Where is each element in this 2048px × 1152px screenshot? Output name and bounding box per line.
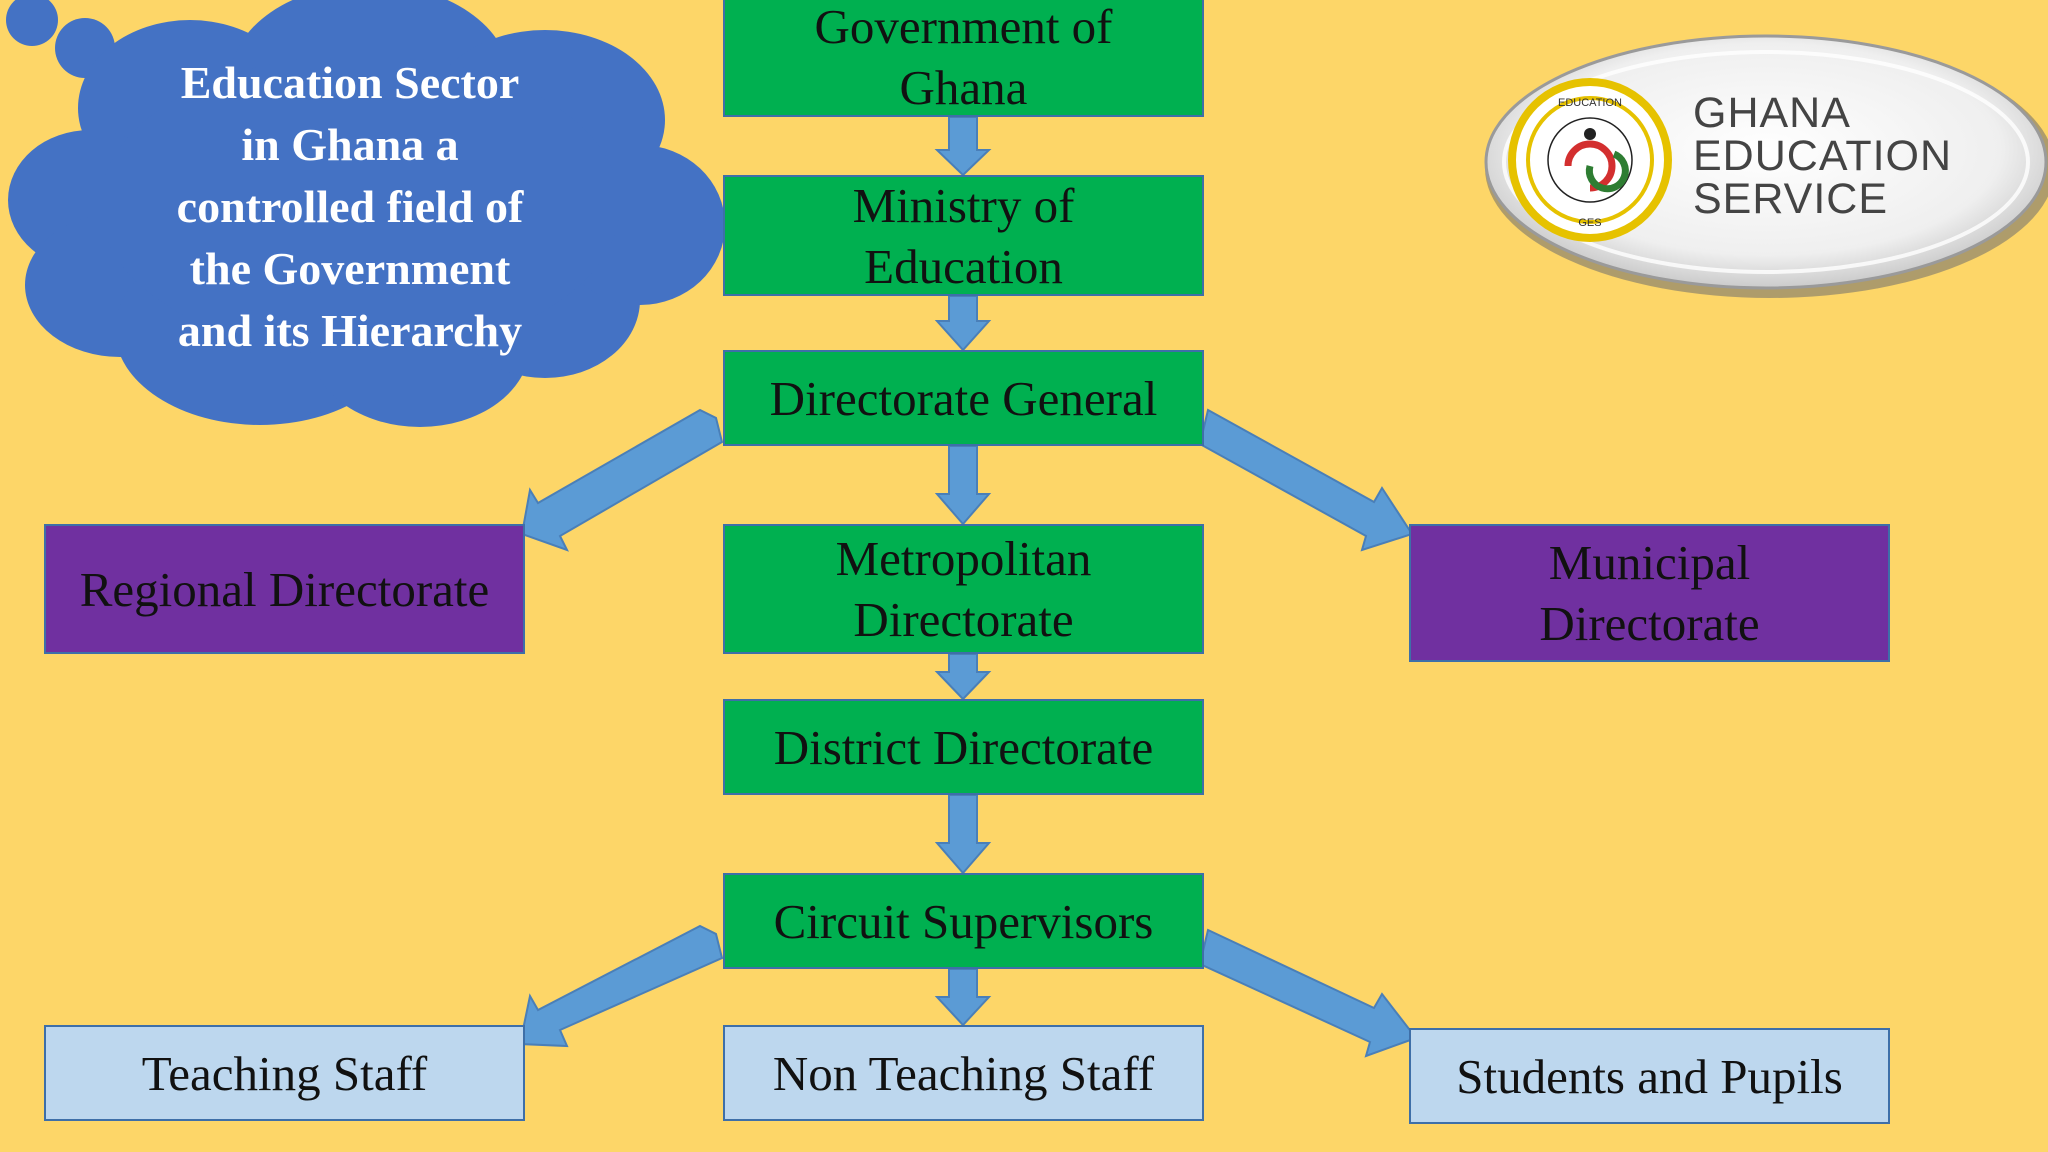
node-non-teaching-label: Non Teaching Staff: [772, 1045, 1155, 1101]
node-district-label: District Directorate: [773, 719, 1154, 775]
node-teaching-staff: Teaching Staff: [44, 1025, 525, 1121]
svg-text:EDUCATION: EDUCATION: [1558, 97, 1622, 109]
arrow-dg-to-municipal: [1198, 408, 1414, 552]
svg-text:GES: GES: [1578, 217, 1601, 229]
node-circuit-label: Circuit Supervisors: [773, 893, 1154, 949]
arrow-metro-to-district: [934, 653, 992, 701]
logo-line-1: GHANA: [1693, 89, 1851, 137]
node-teaching-label: Teaching Staff: [141, 1045, 428, 1101]
node-municipal-label: Municipal Directorate: [1539, 535, 1760, 651]
node-metropolitan-directorate: Metropolitan Directorate: [723, 524, 1204, 654]
logo-line-3: SERVICE: [1693, 175, 1888, 223]
ges-logo: EDUCATION GES: [1484, 34, 2048, 298]
node-circuit-supervisors: Circuit Supervisors: [723, 873, 1204, 969]
node-district-directorate: District Directorate: [723, 699, 1204, 795]
arrow-dg-to-metro: [934, 445, 992, 526]
node-government-label: Government of Ghana: [814, 0, 1113, 115]
node-metropolitan-label: Metropolitan Directorate: [835, 531, 1092, 647]
node-ministry: Ministry of Education: [723, 175, 1204, 296]
logo-wordmark: GHANA EDUCATION SERVICE: [1693, 92, 2013, 221]
node-regional-directorate: Regional Directorate: [44, 524, 525, 654]
arrow-circuit-to-teaching: [518, 924, 724, 1048]
node-directorate-general-label: Directorate General: [769, 370, 1158, 426]
arrow-circuit-to-nonteaching: [934, 968, 992, 1027]
arrow-district-to-circuit: [934, 794, 992, 875]
node-government: Government of Ghana: [723, 0, 1204, 117]
node-municipal-directorate: Municipal Directorate: [1409, 524, 1890, 662]
callout-text: Education Sector in Ghana a controlled f…: [176, 57, 524, 356]
arrow-gov-to-ministry: [934, 116, 992, 177]
node-directorate-general: Directorate General: [723, 350, 1204, 446]
arrow-circuit-to-students: [1198, 928, 1418, 1058]
arrow-ministry-to-dg: [934, 295, 992, 352]
node-students-label: Students and Pupils: [1456, 1048, 1843, 1104]
node-ministry-label: Ministry of Education: [852, 177, 1075, 294]
ges-seal-icon: EDUCATION GES: [1508, 78, 1672, 242]
arrow-dg-to-regional: [520, 408, 724, 552]
logo-line-2: EDUCATION: [1693, 132, 1953, 180]
node-non-teaching-staff: Non Teaching Staff: [723, 1025, 1204, 1121]
node-regional-label: Regional Directorate: [79, 561, 490, 617]
node-students-and-pupils: Students and Pupils: [1409, 1028, 1890, 1124]
